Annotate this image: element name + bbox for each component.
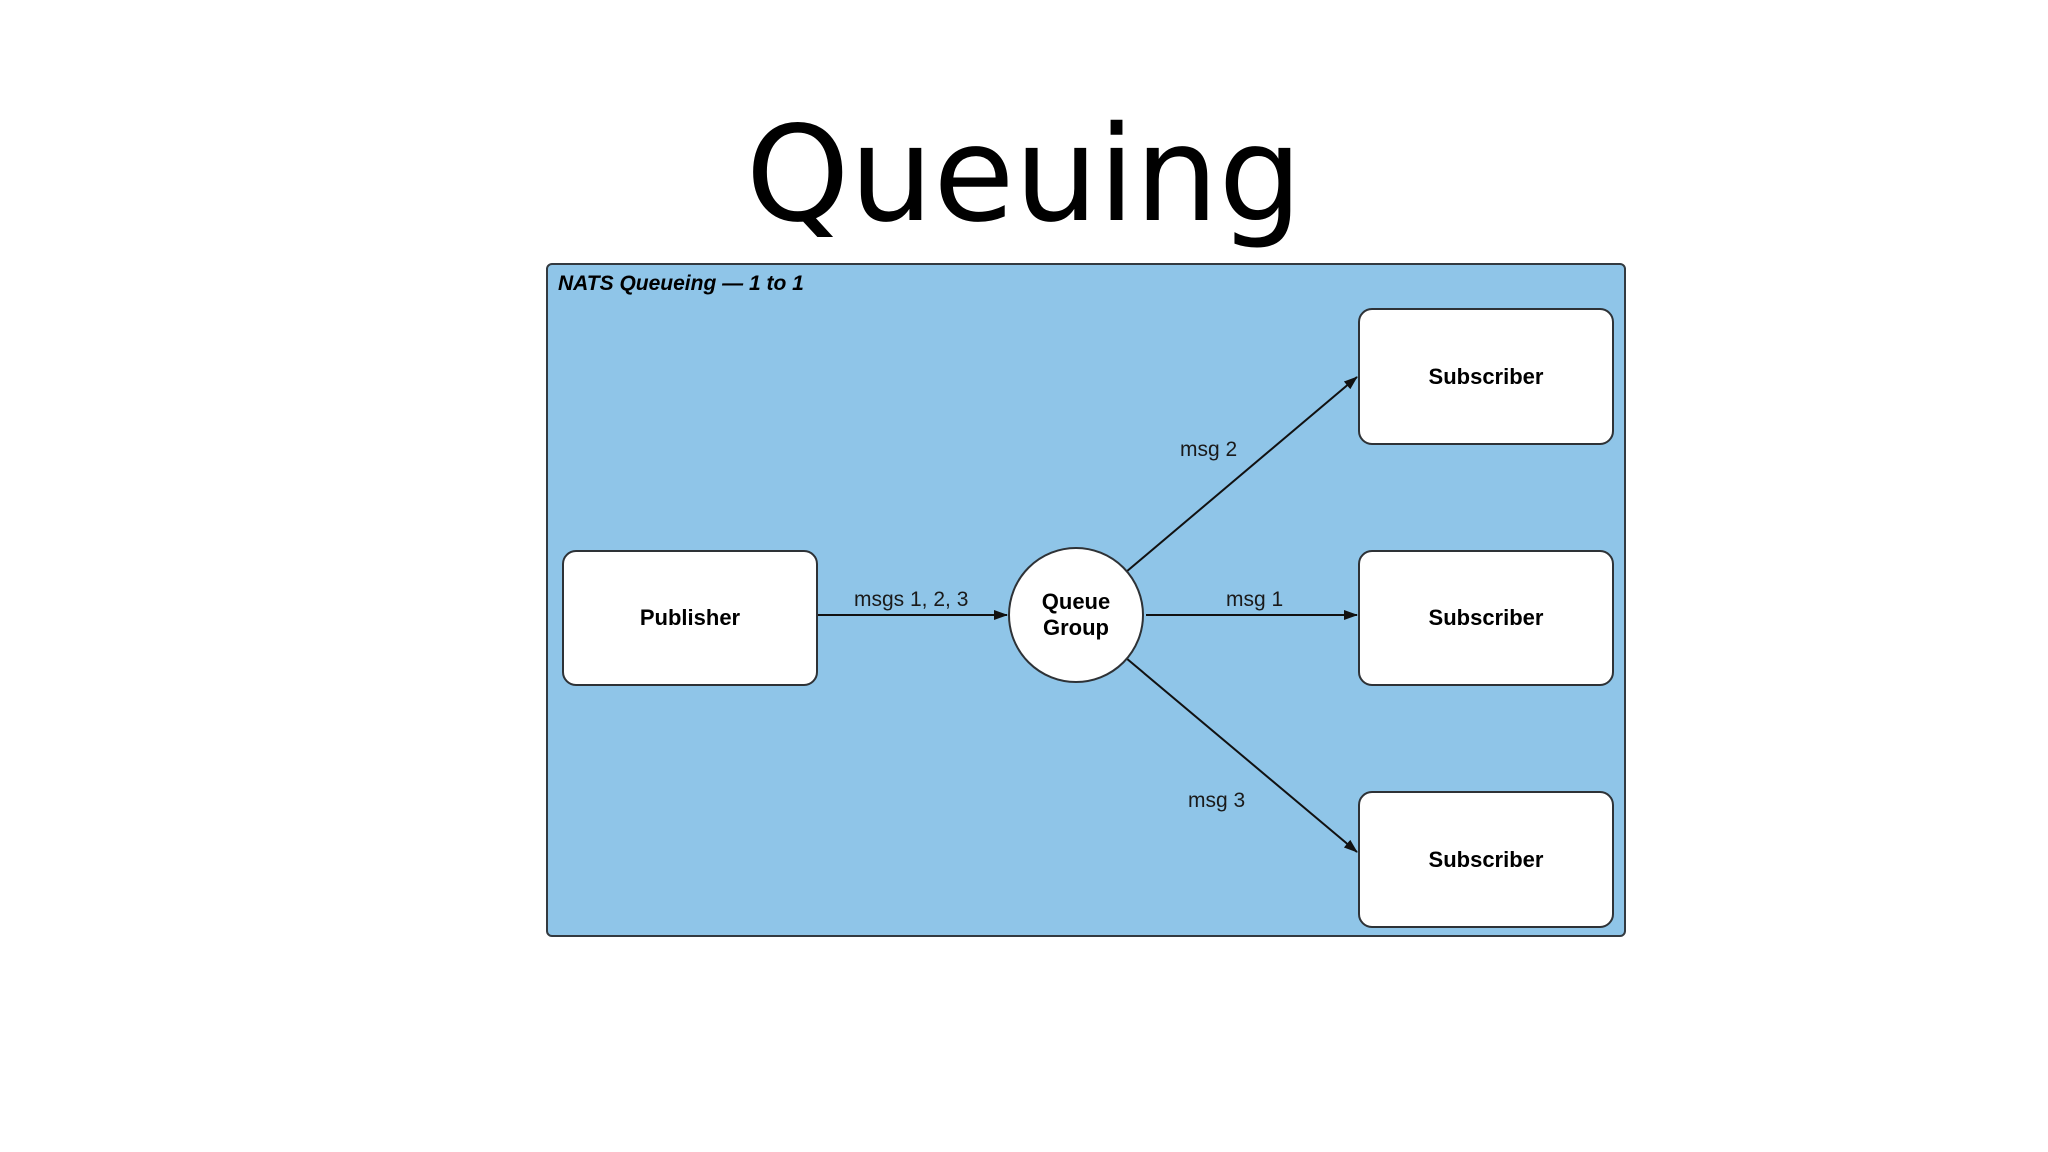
queue-group-label-line1: Queue bbox=[1041, 589, 1111, 614]
subscriber-bottom-label: Subscriber bbox=[1428, 846, 1544, 872]
slide-title: Queuing bbox=[745, 98, 1303, 252]
edge-label-queue-to-bottom: msg 3 bbox=[1188, 789, 1246, 812]
subscriber-node-middle: Subscriber bbox=[1358, 550, 1614, 686]
edges-layer bbox=[818, 376, 1358, 853]
edge-label-queue-to-middle: msg 1 bbox=[1226, 588, 1284, 611]
queue-group-node: Queue Group bbox=[1008, 547, 1144, 683]
edge-queue-to-subscriber-top bbox=[1125, 376, 1358, 573]
edge-label-queue-to-top: msg 2 bbox=[1180, 438, 1238, 461]
edge-queue-to-subscriber-bottom bbox=[1125, 657, 1358, 853]
subscriber-node-top: Subscriber bbox=[1358, 308, 1614, 445]
diagram-frame: NATS Queueing — 1 to 1 Publisher Queue G… bbox=[546, 263, 1626, 937]
edge-label-publisher-to-queue: msgs 1, 2, 3 bbox=[854, 588, 969, 611]
queue-group-label-line2: Group bbox=[1043, 615, 1109, 640]
subscriber-middle-label: Subscriber bbox=[1428, 605, 1544, 630]
frame-label: NATS Queueing — 1 to 1 bbox=[558, 272, 804, 295]
publisher-label: Publisher bbox=[639, 605, 741, 630]
subscriber-node-bottom: Subscriber bbox=[1358, 791, 1614, 928]
subscriber-top-label: Subscriber bbox=[1428, 363, 1544, 389]
publisher-node: Publisher bbox=[562, 550, 818, 686]
